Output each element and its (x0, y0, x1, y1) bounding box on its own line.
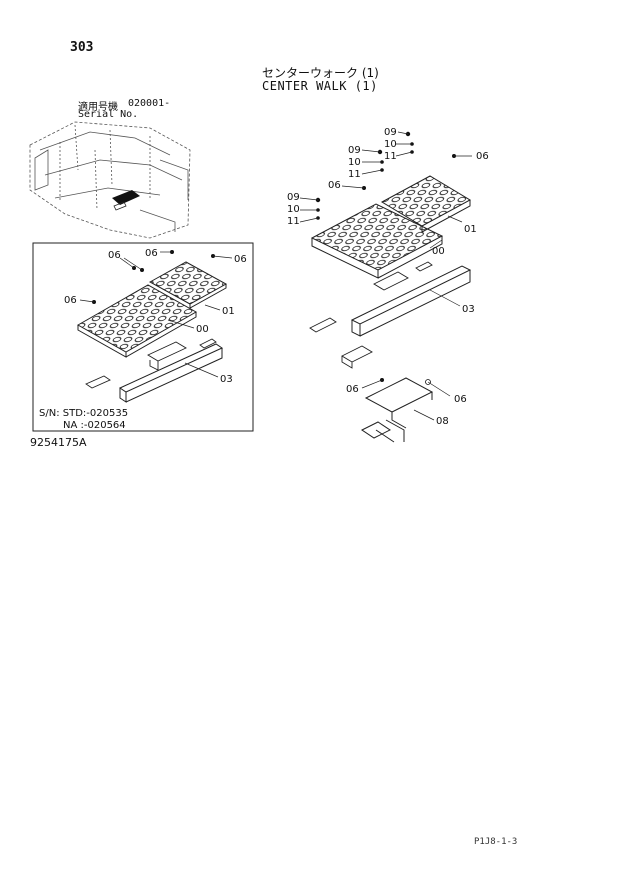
grating-00 (310, 203, 444, 279)
grating-01 (380, 175, 472, 233)
inset-channel-03 (118, 343, 224, 403)
main-leaders (299, 131, 472, 421)
inset-serial-std: S/N: STD:-020535 (39, 408, 129, 419)
serial-label-jp: 適用号機 (78, 102, 118, 113)
inset-callout-06: 06 (234, 254, 247, 265)
callout-09: 09 (384, 127, 397, 138)
inset-frame (32, 242, 254, 432)
callout-00: 00 (432, 246, 445, 257)
callout-06: 06 (328, 180, 341, 191)
inset-leaders (79, 251, 233, 378)
inset-callouts: 06 06 06 06 01 00 03 (64, 248, 247, 385)
callout-01: 01 (464, 224, 477, 235)
inset-callout-01: 01 (222, 306, 235, 317)
serial-value: 020001- (128, 98, 171, 109)
callout-10: 10 (348, 157, 361, 168)
main-callouts: 09 10 11 09 10 11 09 10 11 06 06 00 01 0… (287, 127, 489, 427)
inset-brackets (85, 338, 217, 389)
figure-code: 9254175A (30, 436, 87, 449)
callout-08: 08 (436, 416, 449, 427)
main-brackets (309, 261, 433, 369)
plate-08 (361, 377, 434, 443)
callout-09: 09 (287, 192, 300, 203)
channel-03 (350, 265, 472, 337)
callout-06: 06 (476, 151, 489, 162)
inset-callout-06: 06 (108, 250, 121, 261)
callout-09: 09 (348, 145, 361, 156)
callout-06: 06 (346, 384, 359, 395)
inset-callout-06: 06 (145, 248, 158, 259)
page-number: 303 (70, 40, 94, 55)
serial-label: Serial No. (78, 109, 139, 120)
inset-grating-01 (148, 261, 228, 309)
page-title: CENTER WALK (1) (262, 79, 378, 93)
center-walk-highlight (112, 190, 140, 211)
callout-10: 10 (384, 139, 397, 150)
callout-06: 06 (454, 394, 467, 405)
inset-callout-06: 06 (64, 295, 77, 306)
inset-serial-na: NA :-020564 (63, 420, 126, 431)
callout-11: 11 (384, 151, 397, 162)
page-code: P1J8-1-3 (474, 837, 518, 847)
machine-overview (29, 121, 191, 239)
page-title-jp: センターウォーク (1) (262, 66, 379, 80)
inset-grating-00 (76, 284, 198, 358)
callout-11: 11 (287, 216, 300, 227)
inset-callout-00: 00 (196, 324, 209, 335)
inset-callout-03: 03 (220, 374, 233, 385)
callout-11: 11 (348, 169, 361, 180)
callout-03: 03 (462, 304, 475, 315)
callout-10: 10 (287, 204, 300, 215)
